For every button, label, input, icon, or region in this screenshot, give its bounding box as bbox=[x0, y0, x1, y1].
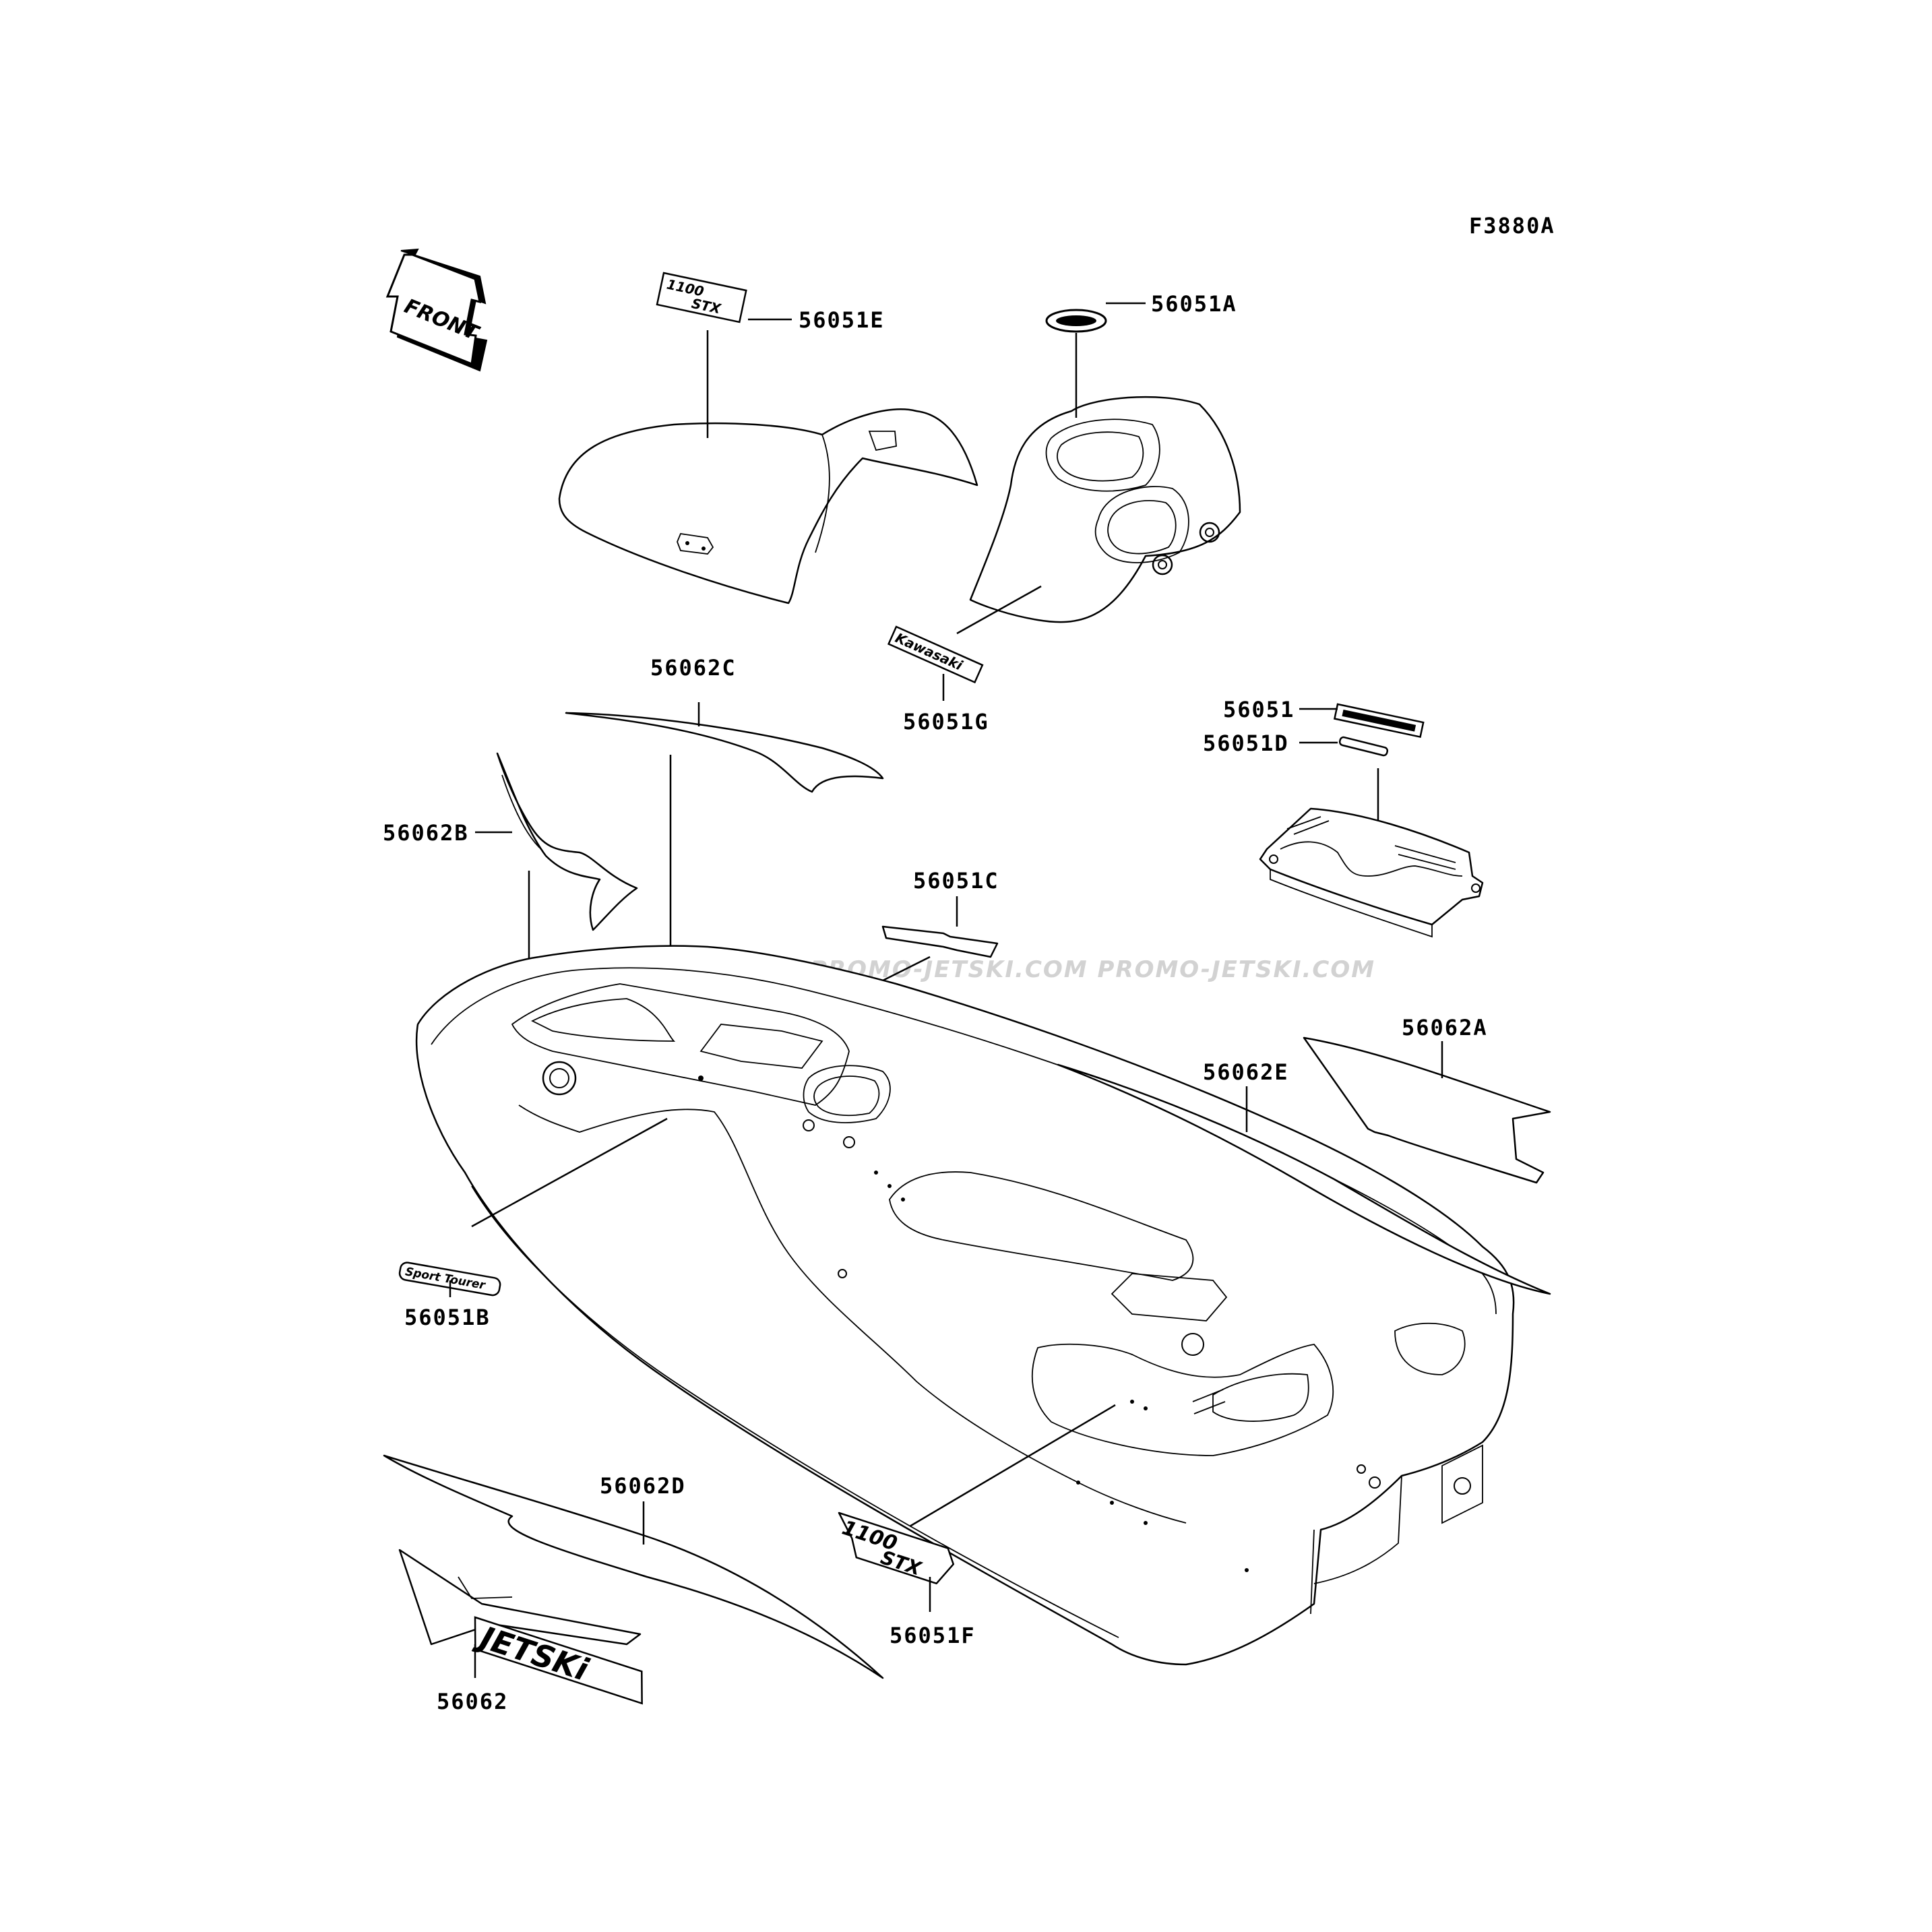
leader-56051G bbox=[956, 585, 1042, 635]
leader-56051F bbox=[909, 1404, 1116, 1528]
decal-1100-stx-small: 1100 STX bbox=[656, 272, 747, 323]
part-label-56051B: 56051B bbox=[404, 1305, 491, 1330]
handle-pole-cover bbox=[969, 396, 1241, 623]
jetski-decal: JETSKi bbox=[398, 1549, 643, 1705]
part-label-56062C: 56062C bbox=[650, 655, 737, 681]
oval-emblem-decal bbox=[1045, 309, 1107, 333]
jetski-hull bbox=[415, 945, 1515, 1666]
engine-cover bbox=[1259, 807, 1484, 938]
hood-cover bbox=[558, 408, 978, 604]
decal-56051-strip bbox=[1333, 703, 1425, 739]
part-label-56062D: 56062D bbox=[600, 1473, 686, 1499]
part-label-56051E: 56051E bbox=[799, 307, 885, 333]
stripe-decal-56062C bbox=[565, 712, 884, 793]
part-label-56062: 56062 bbox=[437, 1689, 508, 1714]
stripe-decal-56062E bbox=[1057, 1063, 1551, 1295]
stripe-decal-56062D bbox=[383, 1454, 884, 1679]
part-label-56062A: 56062A bbox=[1402, 1015, 1488, 1040]
stripe-decal-56062A bbox=[1303, 1036, 1551, 1184]
kawasaki-decal: Kawasaki bbox=[887, 625, 984, 684]
figure-code: F3880A bbox=[1469, 213, 1555, 239]
part-label-56051C: 56051C bbox=[913, 868, 999, 894]
part-label-56051G: 56051G bbox=[903, 709, 989, 735]
part-label-56062B: 56062B bbox=[383, 820, 469, 846]
part-label-56062E: 56062E bbox=[1203, 1059, 1289, 1085]
part-label-56051D: 56051D bbox=[1203, 730, 1289, 756]
leader-56051B bbox=[471, 1117, 668, 1228]
front-arrow-icon: FRONT bbox=[385, 248, 488, 372]
part-label-56051A: 56051A bbox=[1151, 291, 1237, 317]
decal-56051C bbox=[881, 925, 999, 958]
decal-56051D-strip bbox=[1338, 736, 1389, 757]
part-label-56051: 56051 bbox=[1223, 697, 1295, 722]
part-label-56051F: 56051F bbox=[890, 1623, 976, 1648]
kawasaki-decal-text: Kawasaki bbox=[893, 629, 966, 674]
stripe-decal-56062B bbox=[496, 752, 638, 931]
